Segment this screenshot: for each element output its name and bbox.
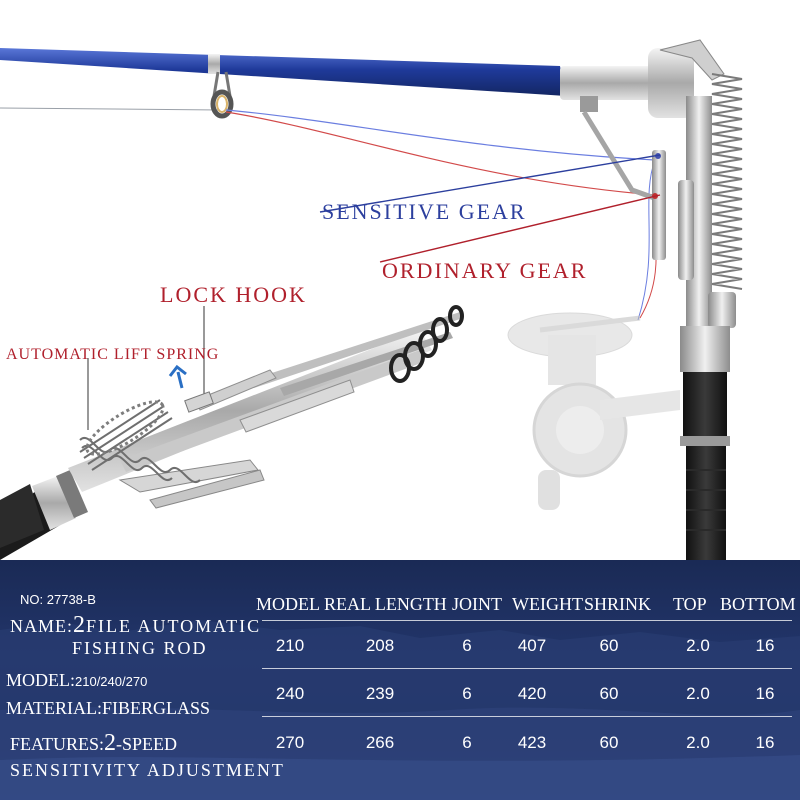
cell-real-length: 266 xyxy=(365,733,395,752)
product-features-line2: SENSITIVITY ADJUSTMENT xyxy=(10,760,285,780)
cell-model: 270 xyxy=(275,733,305,752)
lock-hook-label: LOCK HOOK xyxy=(160,282,307,307)
product-features-value: -SPEED xyxy=(116,734,178,754)
table-divider xyxy=(262,716,792,717)
col-header-bottom: BOTTOM xyxy=(720,594,796,614)
reel-silhouette xyxy=(507,312,680,510)
cell-top: 2.0 xyxy=(686,733,710,752)
lift-spring-label: AUTOMATIC LIFT SPRING xyxy=(6,346,220,363)
gear-plate xyxy=(652,150,666,260)
col-header-shrink: SHRINK xyxy=(584,594,652,614)
cell-real-length: 239 xyxy=(365,684,395,703)
lift-spring-right xyxy=(711,73,743,290)
handle-grip xyxy=(683,372,727,442)
product-name-number: 2 xyxy=(73,612,86,638)
cell-bottom: 16 xyxy=(755,636,775,655)
cell-shrink: 60 xyxy=(599,636,619,655)
fishing-rod-illustration xyxy=(0,39,743,560)
col-header-joint: JOINT xyxy=(452,594,502,614)
cell-joint: 6 xyxy=(462,636,472,655)
product-name-value: FILE AUTOMATIC xyxy=(86,616,262,636)
table-divider xyxy=(262,668,792,669)
cell-model: 210 xyxy=(275,636,305,655)
product-name: NAME:2FILE AUTOMATIC xyxy=(10,612,261,639)
cell-bottom: 16 xyxy=(755,684,775,703)
product-model-value: 210/240/270 xyxy=(75,674,148,689)
lake-background xyxy=(0,620,800,800)
cell-joint: 6 xyxy=(462,733,472,752)
col-header-weight: WEIGHT xyxy=(512,594,583,614)
product-name-label: NAME: xyxy=(10,616,73,636)
product-material-label: MATERIAL: xyxy=(6,698,102,718)
product-material-value: FIBERGLASS xyxy=(102,698,211,718)
product-features-label: FEATURES: xyxy=(10,734,105,754)
col-header-real-length: REAL LENGTH xyxy=(324,594,447,614)
folded-rod-holder xyxy=(0,305,464,560)
product-name-line2: FISHING ROD xyxy=(72,638,208,658)
table-divider xyxy=(262,620,792,621)
rod-ferrule xyxy=(208,54,220,74)
cell-top: 2.0 xyxy=(686,636,710,655)
lift-arrow-icon xyxy=(168,364,187,389)
cell-weight: 423 xyxy=(517,733,547,752)
cell-weight: 420 xyxy=(517,684,547,703)
cell-weight: 407 xyxy=(517,636,547,655)
col-header-top: TOP xyxy=(673,594,707,614)
cell-shrink: 60 xyxy=(599,684,619,703)
cell-bottom: 16 xyxy=(755,733,775,752)
sensitive-gear-label: SENSITIVE GEAR xyxy=(322,199,527,224)
rod-blank xyxy=(0,48,566,96)
product-model-label: MODEL: xyxy=(6,670,75,690)
ordinary-gear-label: ORDINARY GEAR xyxy=(382,258,588,283)
product-number-label: NO: xyxy=(20,592,44,607)
spec-panel xyxy=(0,560,800,800)
product-material: MATERIAL:FIBERGLASS xyxy=(6,698,210,719)
cell-shrink: 60 xyxy=(599,733,619,752)
line-guide xyxy=(210,71,234,119)
col-header-model: MODEL xyxy=(256,594,320,614)
product-model: MODEL:210/240/270 xyxy=(6,670,147,691)
product-features: FEATURES:2-SPEED xyxy=(10,730,177,757)
cell-top: 2.0 xyxy=(686,684,710,703)
cell-joint: 6 xyxy=(462,684,472,703)
product-photo: SENSITIVE GEAR ORDINARY GEAR LOCK HOOK A… xyxy=(0,39,743,560)
handle-collar xyxy=(680,326,730,372)
product-number: NO: 27738-B xyxy=(20,592,96,607)
cell-real-length: 208 xyxy=(365,636,395,655)
cell-model: 240 xyxy=(275,684,305,703)
product-features-number: 2 xyxy=(104,730,117,756)
product-number-value: 27738-B xyxy=(46,592,96,607)
